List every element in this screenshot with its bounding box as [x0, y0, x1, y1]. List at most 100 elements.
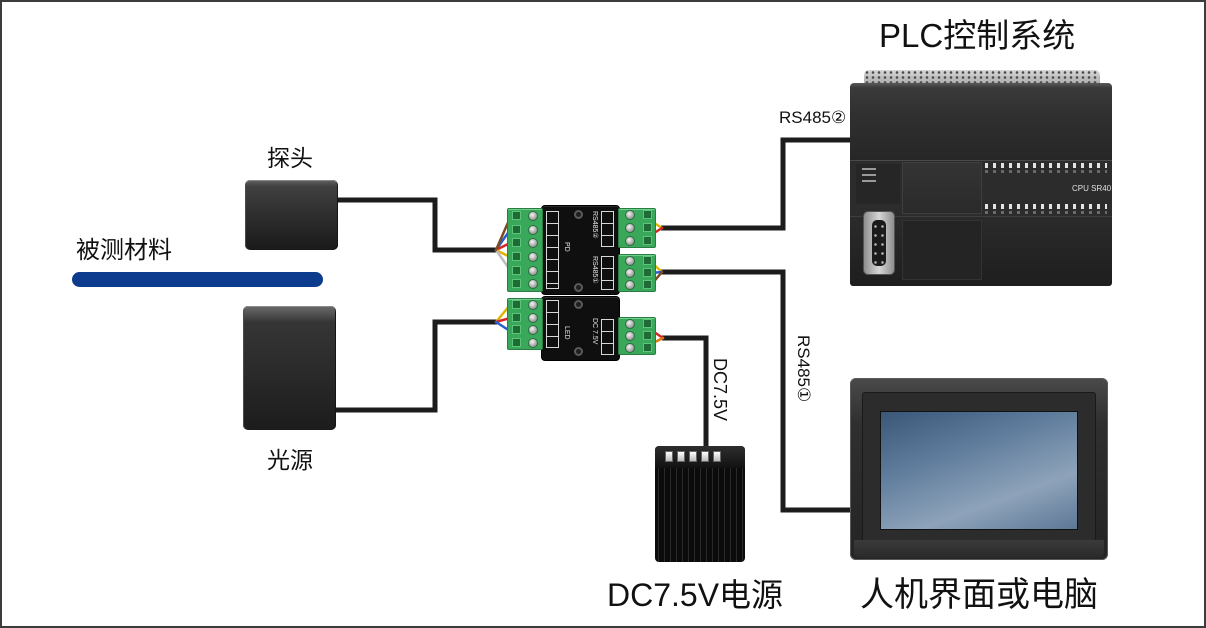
terminal-screw [528, 211, 538, 221]
rs485-2-terminal-block [618, 208, 656, 248]
pd-port-label: PD [563, 242, 570, 252]
light-source-label: 光源 [267, 447, 313, 473]
rs485-1-cable [661, 269, 852, 513]
db9-pins [872, 220, 886, 266]
pd-pin-label-strip [546, 211, 559, 289]
terminal-wire-entry [643, 280, 652, 289]
status-led [862, 180, 876, 182]
plc-terminal-row [985, 211, 1107, 214]
pd-terminal-block [507, 208, 543, 292]
terminal-screw [528, 225, 538, 235]
terminal-screw [625, 319, 635, 329]
terminal-screw [625, 268, 635, 278]
probe-label: 探头 [267, 145, 313, 171]
terminal-wire-entry [512, 325, 521, 334]
psu-terminal [689, 451, 697, 462]
terminal-screw [528, 266, 538, 276]
terminal-wire-entry [512, 313, 521, 322]
terminal-wire-entry [512, 266, 521, 275]
signal-controller-module: PD RS485② RS485① LED DC 7.5V [505, 205, 665, 361]
power-supply-label: DC7.5V电源 [607, 577, 784, 613]
rs485-1-pin-label-strip [601, 256, 614, 290]
terminal-wire-entry [512, 211, 521, 220]
terminal-screw [625, 223, 635, 233]
terminal-wire-entry [512, 238, 521, 247]
hmi-screen [880, 411, 1078, 530]
rs485-2-link-label: RS485② [779, 108, 847, 127]
db9-port [864, 212, 894, 274]
dc-terminal-block [618, 317, 656, 355]
terminal-wire-entry [643, 343, 652, 352]
psu-terminal [665, 451, 673, 462]
terminal-screw [528, 338, 538, 348]
terminal-wire-entry [512, 279, 521, 288]
terminal-screw [625, 343, 635, 353]
plc-upper-housing [850, 83, 1112, 162]
terminal-wire-entry [643, 268, 652, 277]
terminal-wire-entry [512, 225, 521, 234]
plc-top-vents [864, 70, 1100, 85]
dc-port-label: DC 7.5V [591, 318, 598, 345]
rs485-1-link-label: RS485① [794, 335, 813, 403]
terminal-wire-entry [643, 256, 652, 265]
rs485-2-cable [661, 137, 852, 231]
plc-status-leds [856, 164, 900, 204]
terminal-wire-entry [512, 300, 521, 309]
probe-device [245, 180, 338, 250]
terminal-wire-entry [643, 331, 652, 340]
plc-lower-panel [902, 220, 982, 280]
plc-system-label: PLC控制系统 [879, 17, 1076, 54]
material-bar [72, 272, 323, 287]
light-source-device [243, 306, 336, 430]
terminal-screw [625, 256, 635, 266]
plc-device: CPU SR40 [850, 70, 1112, 286]
hmi-label: 人机界面或电脑 [860, 576, 1098, 614]
dc-pin-label-strip [601, 319, 614, 355]
led-port-label: LED [563, 326, 570, 340]
terminal-wire-entry [643, 319, 652, 328]
status-led [862, 168, 876, 170]
terminal-wire-entry [643, 210, 652, 219]
plc-terminal-row [985, 204, 1107, 209]
rs485-2-pin-label-strip [601, 211, 614, 247]
terminal-wire-entry [512, 338, 521, 347]
dc-power-cable [662, 335, 709, 447]
terminal-screw [528, 325, 538, 335]
plc-model-label: CPU SR40 [1072, 184, 1112, 193]
dc-power-link-label: DC7.5V [710, 358, 730, 422]
terminal-screw [528, 252, 538, 262]
terminal-wire-entry [512, 252, 521, 261]
terminal-wire-entry [643, 236, 652, 245]
terminal-screw [625, 236, 635, 246]
led-terminal-block [507, 298, 543, 350]
light-source-cable [334, 319, 497, 413]
rs485-1-port-label: RS485① [591, 256, 598, 284]
hmi-panel [850, 378, 1108, 560]
dc-power-supply [655, 446, 745, 562]
terminal-wire-entry [643, 223, 652, 232]
mounting-screw [574, 347, 583, 356]
terminal-screw [528, 238, 538, 248]
plc-terminal-row [985, 163, 1107, 168]
mounting-screw [574, 283, 583, 292]
led-pin-label-strip [546, 300, 559, 348]
material-label: 被测材料 [76, 237, 172, 264]
psu-terminal [677, 451, 685, 462]
psu-terminal [713, 451, 721, 462]
terminal-screw [625, 331, 635, 341]
terminal-screw [625, 280, 635, 290]
mounting-screw [574, 300, 583, 309]
terminal-screw [528, 300, 538, 310]
plc-module-cover [902, 162, 982, 214]
terminal-screw [528, 313, 538, 323]
psu-terminal [701, 451, 709, 462]
terminal-screw [625, 210, 635, 220]
rs485-1-terminal-block [618, 254, 656, 292]
psu-terminal-strip [655, 446, 745, 468]
status-led [862, 174, 876, 176]
rs485-2-port-label: RS485② [591, 211, 598, 239]
probe-cable [336, 197, 497, 253]
